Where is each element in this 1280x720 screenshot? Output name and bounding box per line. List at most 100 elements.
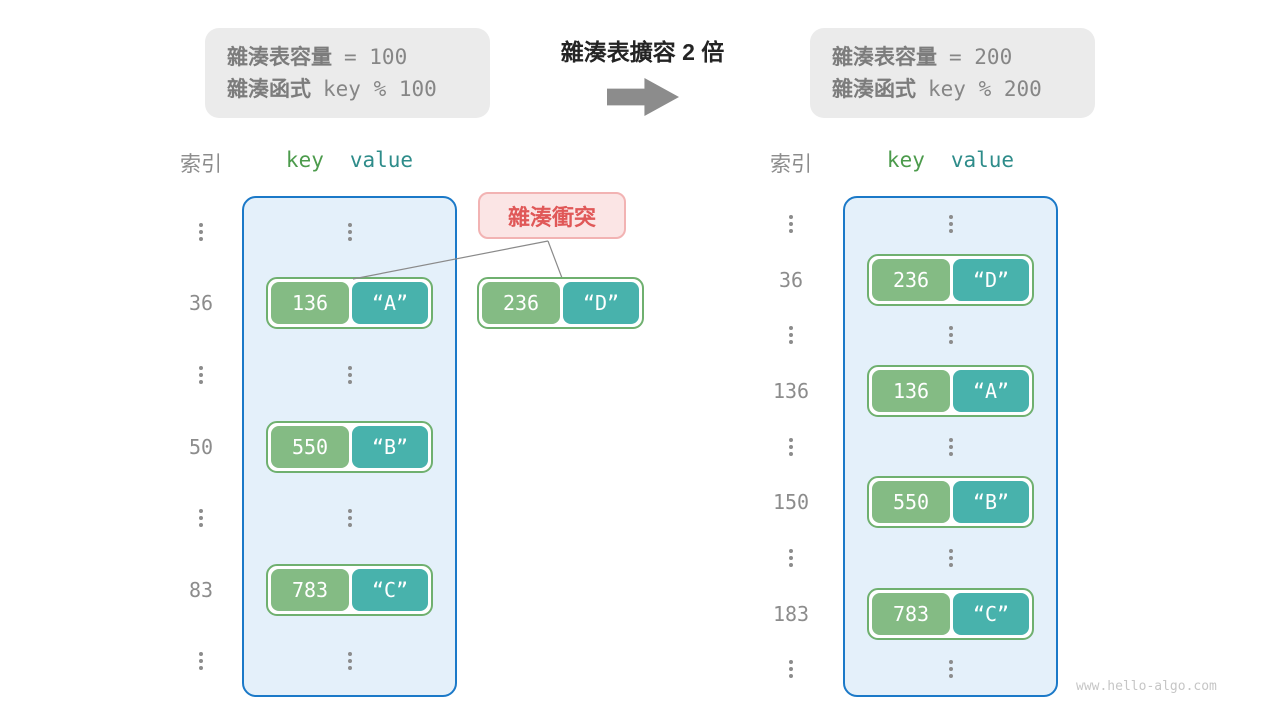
ellipsis-dots (199, 365, 203, 384)
index-cell (750, 437, 832, 456)
bucket-cell: 136“A” (843, 364, 1058, 417)
capacity-box-after: 雜湊表容量 = 200 雜湊函式 key % 200 (810, 28, 1095, 118)
bucket-cell: 783“C” (843, 587, 1058, 640)
expand-title: 雜湊表擴容 2 倍 (560, 39, 725, 65)
bucket-cell: 236“D” (843, 253, 1058, 306)
value-box: “A” (953, 369, 1029, 412)
hash-fn-label: 雜湊函式 (227, 78, 311, 101)
index-cell (750, 326, 832, 345)
index-cell: 136 (772, 378, 810, 403)
table-row-dots (160, 625, 460, 697)
key-value-pair: 550“B” (867, 476, 1034, 529)
key-header: key (886, 148, 925, 172)
bucket-cell (843, 660, 1058, 679)
index-cell (160, 365, 242, 384)
key-box: 550 (271, 425, 349, 468)
bucket-cell: 550“B” (843, 476, 1058, 529)
key-box: 783 (271, 568, 349, 611)
key-header: key (285, 148, 324, 172)
key-box: 783 (872, 592, 950, 635)
key-box: 136 (872, 369, 950, 412)
capacity-line: 雜湊表容量 = 200 (832, 41, 1095, 73)
key-value-pair: 550“B” (266, 420, 433, 473)
key-box: 550 (872, 481, 950, 524)
table-row-dots (160, 482, 460, 554)
table-row: 83 783“C” (160, 554, 460, 626)
ellipsis-dots (789, 660, 793, 679)
ellipsis-dots (347, 222, 352, 241)
ellipsis-dots (789, 437, 793, 456)
kv-header: key value (242, 148, 457, 178)
index-cell: 83 (188, 577, 214, 602)
ellipsis-dots (789, 548, 793, 567)
ellipsis-dots (347, 365, 352, 384)
index-cell (160, 652, 242, 671)
value-box: “C” (953, 592, 1029, 635)
hash-collision-label: 雜湊衝突 (478, 192, 626, 239)
value-header: value (349, 148, 414, 172)
table-header: 索引 key value (160, 148, 460, 178)
value-header: value (950, 148, 1015, 172)
ellipsis-dots (789, 326, 793, 345)
right-arrow-icon (607, 78, 679, 116)
value-box: “D” (953, 258, 1029, 301)
index-cell (750, 660, 832, 679)
ellipsis-dots (347, 509, 352, 528)
key-value-pair: 236“D” (867, 253, 1034, 306)
index-cell: 36 (188, 291, 214, 316)
capacity-label: 雜湊表容量 (832, 46, 937, 69)
bucket-cell: 783“C” (242, 563, 457, 616)
ellipsis-dots (347, 652, 352, 671)
key-value-pair: 136“A” (867, 364, 1034, 417)
index-cell: 150 (772, 490, 810, 515)
index-cell: 36 (778, 267, 804, 292)
index-cell (750, 548, 832, 567)
watermark: www.hello-algo.com (1076, 679, 1217, 694)
bucket-cell (242, 365, 457, 384)
ellipsis-dots (948, 326, 953, 345)
value-box: “B” (352, 425, 428, 468)
key-value-pair: 236“D” (477, 277, 644, 329)
bucket-cell (843, 326, 1058, 345)
bucket-cell (242, 222, 457, 241)
key-box: 236 (872, 258, 950, 301)
ellipsis-dots (948, 660, 953, 679)
hash-fn-value: key % 100 (323, 77, 437, 101)
index-header: 索引 (180, 153, 222, 176)
capacity-line: 雜湊表容量= 100 (227, 41, 490, 73)
capacity-value: = 200 (949, 45, 1013, 69)
hash-fn-line: 雜湊函式 key % 200 (832, 73, 1095, 105)
key-value-pair: 783“C” (266, 563, 433, 616)
ellipsis-dots (199, 222, 203, 241)
capacity-value: = 100 (344, 45, 408, 69)
ellipsis-dots (789, 214, 793, 233)
table-row: 36 136“A” (160, 268, 460, 340)
ellipsis-dots (199, 652, 203, 671)
index-header: 索引 (770, 153, 812, 176)
value-box: “C” (352, 568, 428, 611)
hash-fn-line: 雜湊函式 key % 100 (227, 73, 490, 105)
ellipsis-dots (948, 214, 953, 233)
index-cell (750, 214, 832, 233)
hash-fn-value: key % 200 (928, 77, 1042, 101)
table-row: 150 550“B” (750, 474, 1060, 530)
ellipsis-dots (199, 509, 203, 528)
key-box: 136 (271, 282, 349, 325)
table-row-dots (750, 196, 1060, 252)
table-row-dots (750, 530, 1060, 586)
kv-header: key value (843, 148, 1058, 178)
colliding-pair-container: 236“D” (477, 277, 644, 329)
index-cell (160, 509, 242, 528)
table-row: 36 236“D” (750, 252, 1060, 308)
key-box: 236 (482, 282, 560, 324)
hash-fn-label: 雜湊函式 (832, 78, 916, 101)
bucket-cell: 136“A” (242, 277, 457, 330)
key-value-pair: 136“A” (266, 277, 433, 330)
bucket-cell (843, 214, 1058, 233)
table-row-dots (750, 641, 1060, 697)
bucket-cell (843, 548, 1058, 567)
